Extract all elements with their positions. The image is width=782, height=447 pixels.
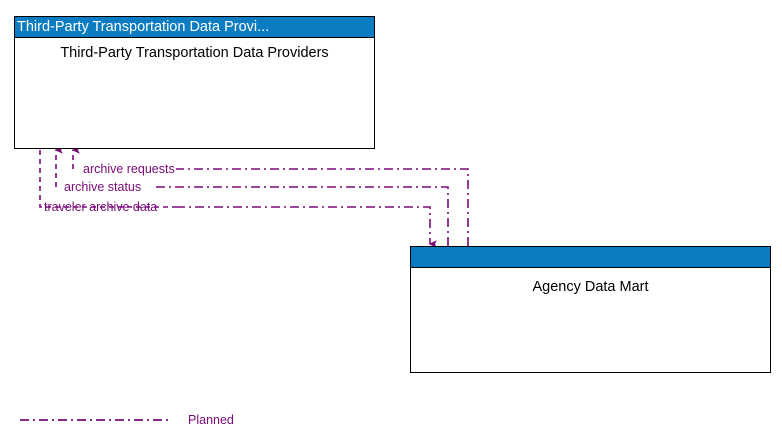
node-third-party-transportation-data-providers[interactable]: Third-Party Transportation Data Provi...… (14, 16, 375, 149)
node-titlebar (411, 247, 770, 268)
flow-traveler-archive-data (39, 150, 437, 248)
node-label: Agency Data Mart (532, 279, 649, 295)
flow-archive-requests (71, 146, 469, 246)
node-titlebar: Third-Party Transportation Data Provi... (15, 17, 374, 38)
legend-line-planned (20, 419, 170, 421)
flow-label-archive-status: archive status (64, 180, 142, 194)
node-agency-data-mart[interactable]: Agency Data Mart (410, 246, 771, 373)
flow-label-archive-requests: archive requests (83, 162, 175, 176)
legend-label-planned: Planned (188, 413, 234, 427)
node-label: Third-Party Transportation Data Provider… (60, 45, 329, 61)
flow-label-traveler-archive-data: traveler archive data (44, 200, 158, 214)
flow-archive-status (54, 146, 449, 246)
